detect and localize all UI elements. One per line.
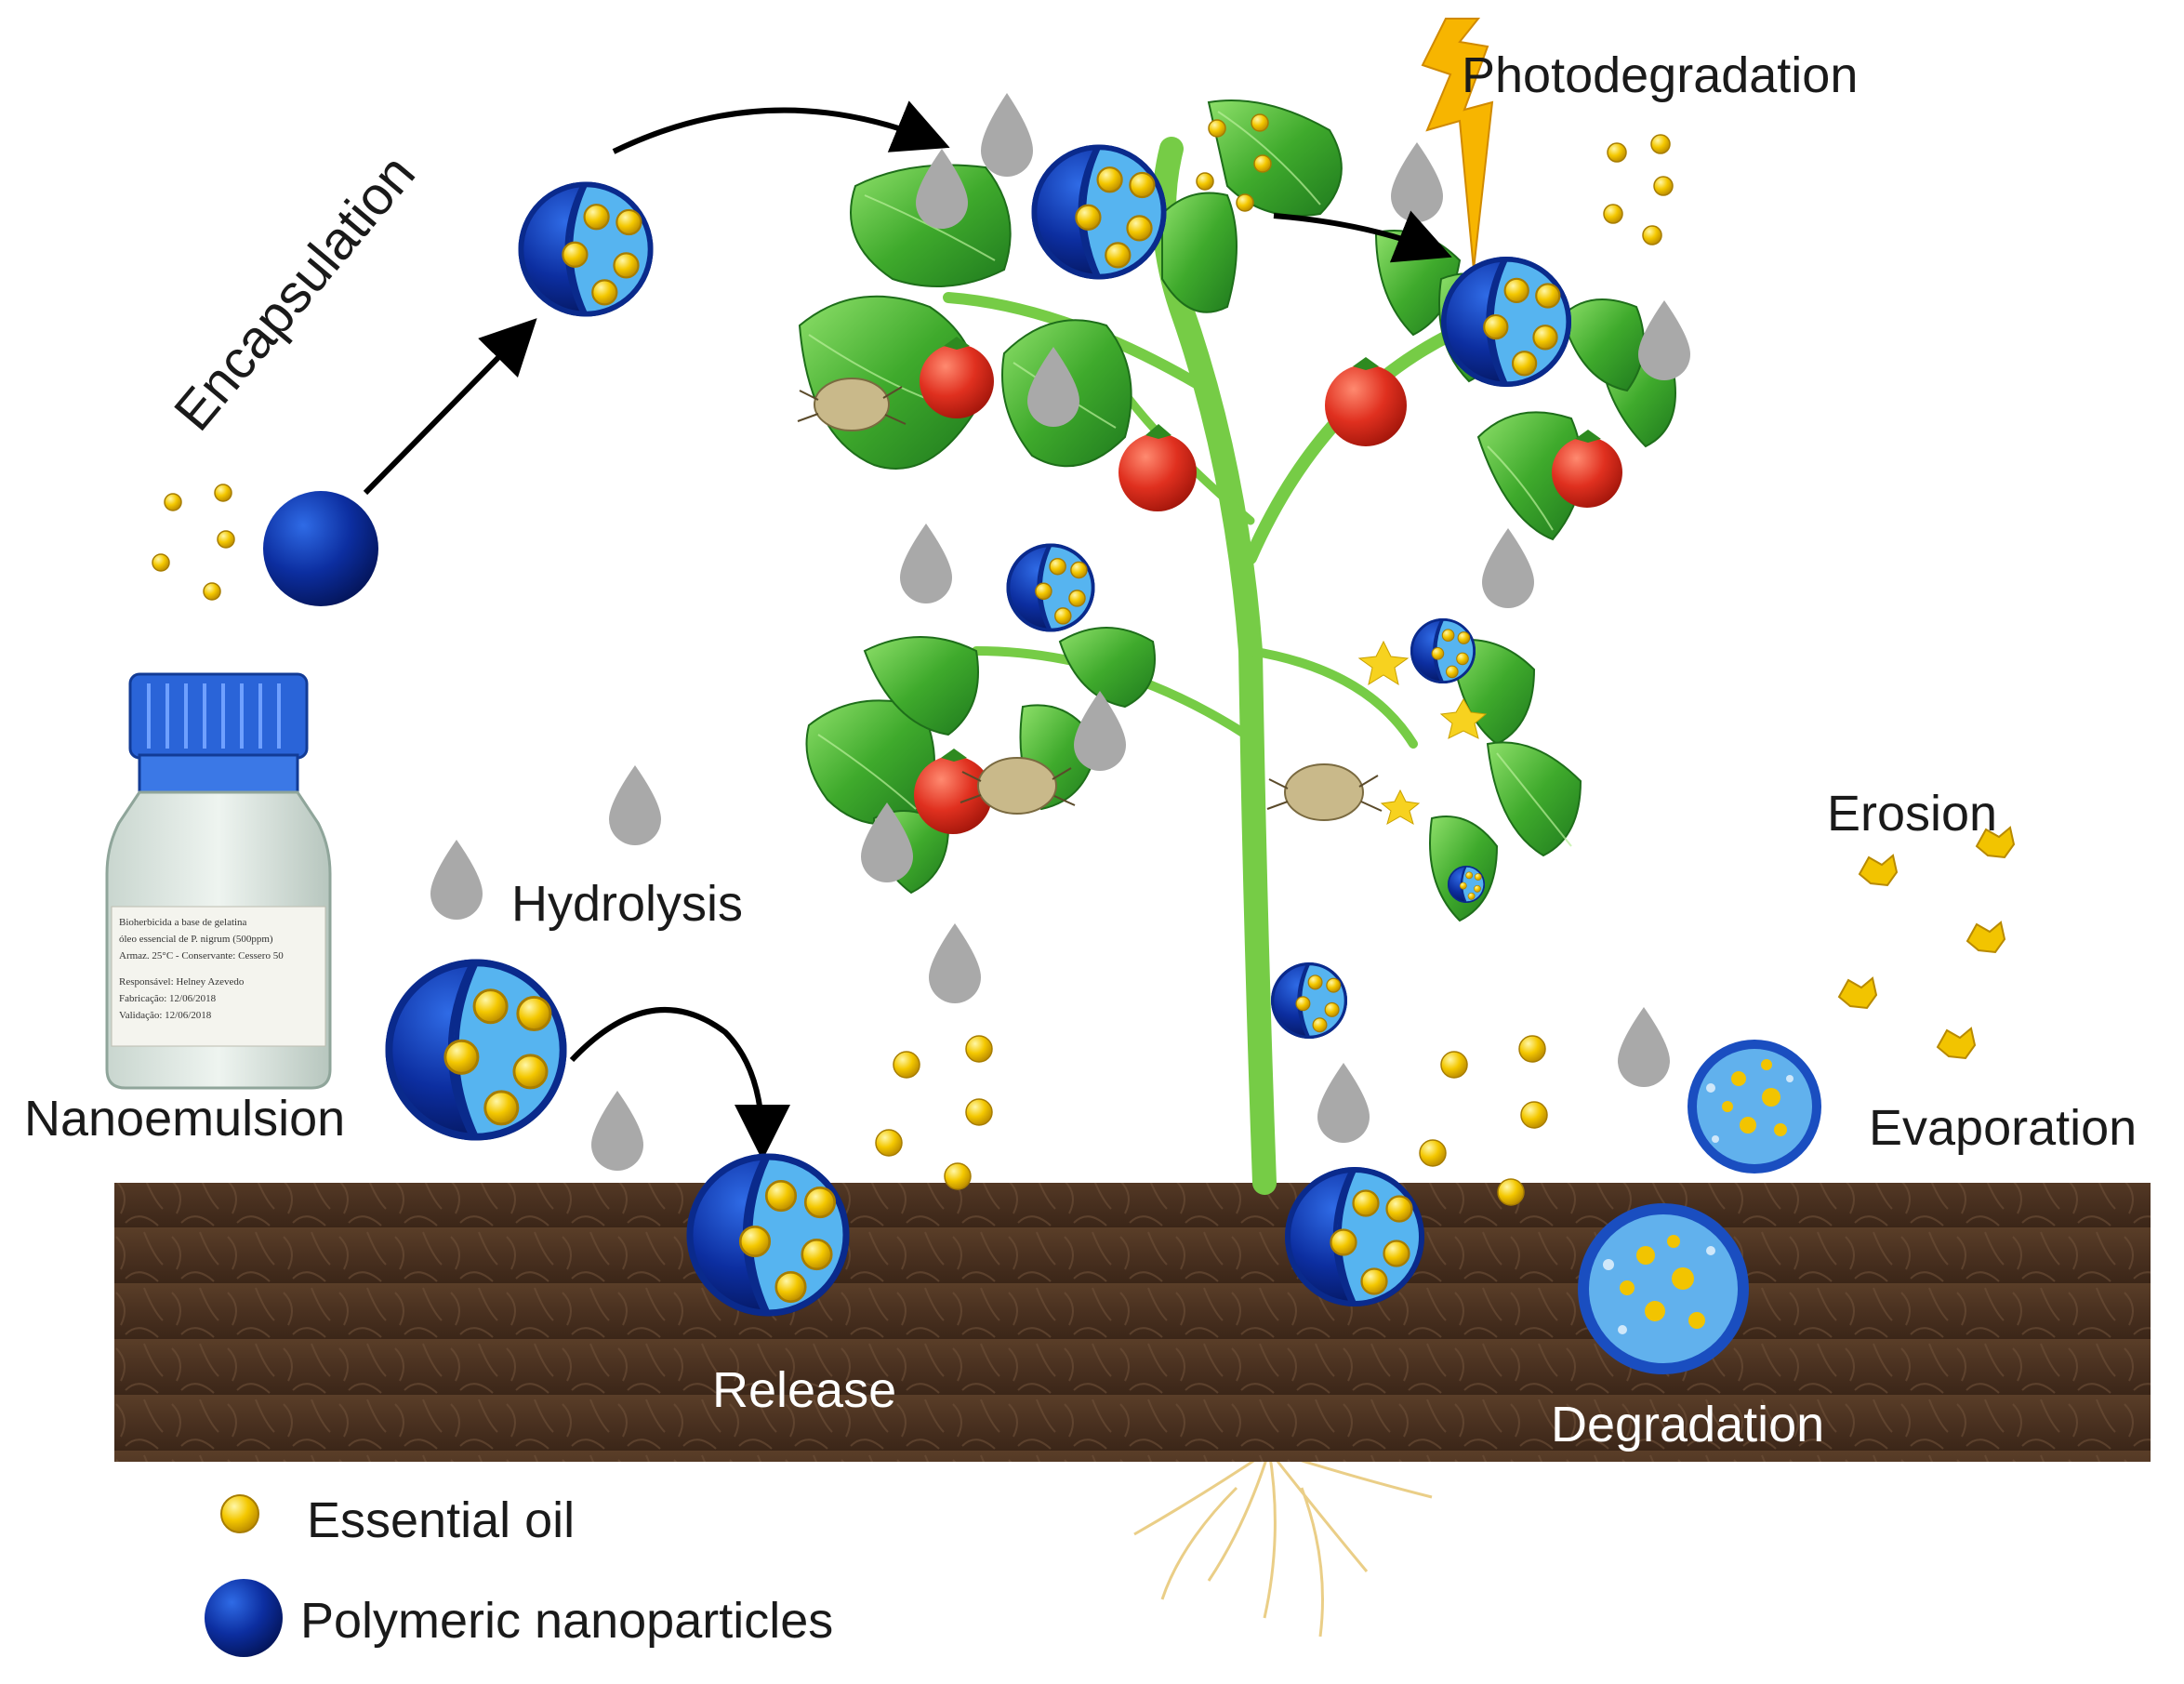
label-degradation: Degradation [1551, 1397, 1825, 1452]
bottle-label-line5: Fabricação: 12/06/2018 [119, 993, 217, 1004]
encapsulated-nanoparticles [386, 145, 1572, 1317]
legend-oil-icon [220, 1494, 259, 1533]
transport-arrow [612, 100, 950, 154]
release-arrow [569, 1007, 790, 1160]
label-erosion: Erosion [1827, 786, 1998, 842]
lightning-icon [1421, 18, 1494, 271]
photodegradation-arrow [1273, 210, 1452, 263]
tomatoes [914, 337, 1622, 834]
roots [1133, 1449, 1433, 1638]
eroded-fragments [1837, 826, 2016, 1060]
legend-polymeric-nanoparticles: Polymeric nanoparticles [300, 1593, 834, 1649]
bottle-label-line2: óleo essencial de P. nigrum (500ppm) [119, 934, 273, 945]
flowers [1357, 640, 1488, 826]
oil-droplets [152, 113, 1674, 1206]
nanoemulsion-bottle: Bioherbicida a base de gelatina óleo ess… [105, 672, 332, 1090]
label-evaporation: Evaporation [1869, 1100, 2138, 1156]
legend-essential-oil: Essential oil [307, 1492, 576, 1548]
water-drops [430, 93, 1690, 1171]
soil-band [114, 1183, 2151, 1462]
legend-nanoparticle-icon [205, 1579, 283, 1657]
degraded-particle-soil [1578, 1203, 1749, 1374]
bottle-label-line1: Bioherbicida a base de gelatina [119, 917, 247, 928]
bottle-label-line3: Armaz. 25°C - Conservante: Cessero 50 [119, 950, 284, 961]
polymer-sphere [263, 491, 378, 606]
label-photodegradation: Photodegradation [1462, 47, 1859, 103]
process-arrows [363, 100, 1452, 1160]
label-nanoemulsion: Nanoemulsion [24, 1091, 346, 1147]
degraded-particle-evaporation [1688, 1040, 1821, 1173]
encapsulation-arrow [363, 318, 537, 496]
insects [797, 378, 1383, 821]
bottle-label-line6: Validação: 12/06/2018 [119, 1010, 212, 1021]
label-release: Release [712, 1362, 897, 1418]
label-hydrolysis: Hydrolysis [511, 876, 744, 932]
bottle-label-line4: Responsável: Helney Azevedo [119, 976, 245, 988]
